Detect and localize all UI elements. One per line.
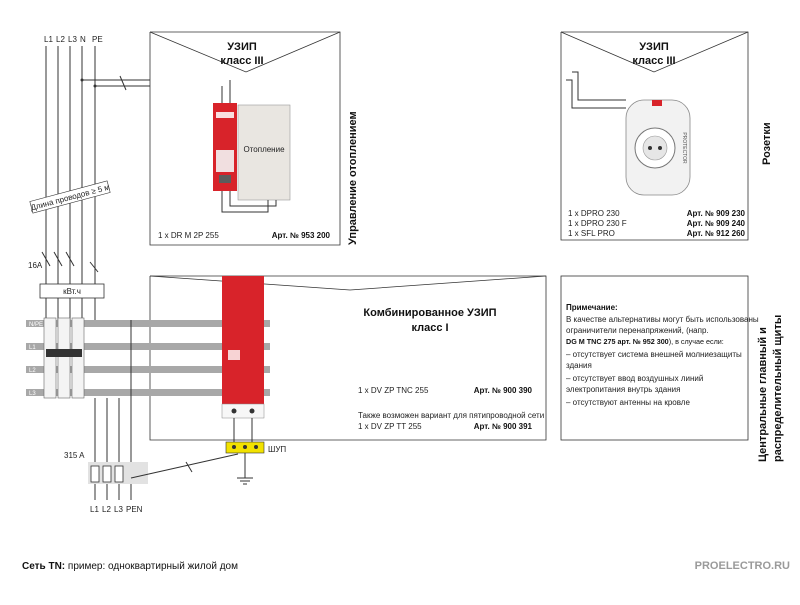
note-bullet-2a: – отсутствует ввод воздушных линий [566, 374, 703, 383]
protector-label: PROTECTOR [681, 132, 687, 164]
heating-art: Арт. № 953 200 [272, 231, 331, 240]
bus-label-npe: N/PE [29, 322, 43, 328]
note-bullet-2b: электропитания внутрь здания [566, 385, 680, 394]
note-box: Примечание: В качестве альтернативы могу… [560, 275, 759, 441]
note-ref-line: DG M TNC 275 арт. № 952 300), в случае е… [566, 337, 724, 346]
energy-meter [39, 283, 105, 299]
breaker-3 [71, 317, 85, 399]
breaker-1 [43, 317, 57, 399]
label-top-pe: PE [92, 35, 103, 44]
busbars: N/PE L1 L2 L3 [26, 320, 270, 397]
bus-label-l3: L3 [29, 391, 36, 397]
heating-title-2: класс III [220, 55, 263, 67]
label-bottom-l1: L1 [90, 505, 99, 514]
label-top-n: N [80, 35, 86, 44]
note-bullet-1b: здания [566, 361, 592, 370]
note-bold-ref-tail: ), в случае если: [669, 337, 724, 346]
bus-label-l1: L1 [29, 345, 36, 351]
sockets-art-3: Арт. № 912 260 [687, 229, 746, 238]
label-top-l2: L2 [56, 35, 65, 44]
note-bullet-3: – отсутствуют антенны на кровле [566, 398, 690, 407]
sockets-product-2: 1 x DPRO 230 F [568, 219, 627, 228]
heating-side-label: Управление отоплением [347, 111, 359, 245]
note-line-2: ограничители перенапряжений, (напр. [566, 326, 709, 335]
heating-panel [237, 104, 291, 201]
sockets-product-3: 1 x SFL PRO [568, 229, 615, 238]
heating-panel-label: Отопление [243, 145, 285, 154]
shup-label: ШУП [268, 445, 286, 454]
heating-product: 1 x DR M 2P 255 [158, 231, 219, 240]
fuse-1 [90, 465, 100, 483]
label-top-l1: L1 [44, 35, 53, 44]
note-line-1: В качестве альтернативы могут быть испол… [566, 315, 759, 324]
label-bottom-l2: L2 [102, 505, 111, 514]
sockets-art-1: Арт. № 909 230 [687, 209, 746, 218]
sockets-art-2: Арт. № 909 240 [687, 219, 746, 228]
note-heading: Примечание: [566, 303, 618, 312]
fuse-16a-label: 16A [28, 261, 43, 270]
combined-alt-art: Арт. № 900 391 [474, 422, 533, 431]
label-bottom-l3: L3 [114, 505, 123, 514]
combined-alt-product: 1 x DV ZP TT 255 [358, 422, 422, 431]
note-side-label-2: распределительный щиты [772, 315, 784, 462]
label-bottom-pen: PEN [126, 505, 143, 514]
combined-art: Арт. № 900 390 [474, 386, 533, 395]
combined-title-2: класс I [411, 322, 448, 334]
combined-title-1: Комбинированное УЗИП [363, 307, 496, 319]
breaker-2 [57, 317, 71, 399]
note-side-label-1: Центральные главный и [757, 327, 769, 462]
combined-product: 1 x DV ZP TNC 255 [358, 386, 429, 395]
note-bold-ref: DG M TNC 275 арт. № 952 300 [566, 337, 669, 346]
bus-label-l2: L2 [29, 368, 36, 374]
sockets-box: УЗИП класс III PROTECTOR 1 x DPRO 230 Ар… [560, 31, 749, 241]
sockets-title-2: класс III [632, 55, 675, 67]
dv-zp-device [222, 276, 264, 404]
combined-spd-box: N/PE L1 L2 L3 Комбинированное УЗИП класс… [26, 275, 547, 441]
heating-box: УЗИП класс III Отопление 1 x DR M 2P 255… [149, 31, 341, 246]
footer-caption: Сеть TN: пример: одноквартирный жилой до… [22, 561, 238, 572]
heating-title-1: УЗИП [227, 41, 257, 53]
fuse-315a-label: 315 A [64, 451, 85, 460]
energy-meter-label: кВт.ч [63, 287, 81, 296]
footer-caption-bold: Сеть TN: [22, 561, 65, 572]
fuse-2 [102, 465, 112, 483]
sockets-product-1: 1 x DPRO 230 [568, 209, 620, 218]
watermark: PROELECTRO.RU [695, 560, 790, 572]
sockets-side-label: Розетки [761, 122, 773, 165]
label-top-l3: L3 [68, 35, 77, 44]
sockets-title-1: УЗИП [639, 41, 669, 53]
note-bullet-1a: – отсутствует система внешней молниезащи… [566, 350, 742, 359]
combined-alt-note: Также возможен вариант для пятипроводной… [358, 411, 544, 420]
fuse-3 [114, 465, 124, 483]
main-supply-lines: L1 L2 L3 N PE Длина проводов ≥ 5 м 16A к… [28, 35, 150, 320]
lower-feed: 315 A L1 L2 L3 PEN ШУП [64, 320, 286, 514]
footer-caption-text: пример: одноквартирный жилой дом [65, 561, 238, 572]
